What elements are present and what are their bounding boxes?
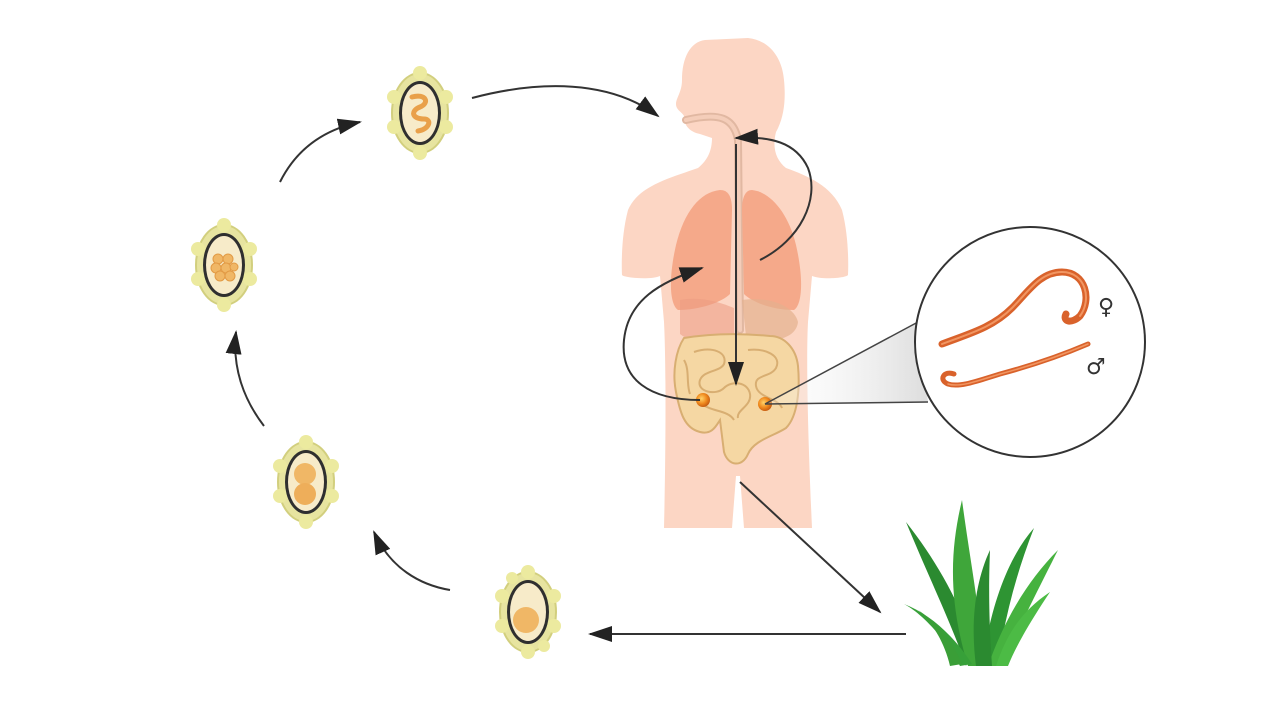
arrow-ingestion [471, 85, 660, 118]
arrow-egg1-to-egg2 [373, 530, 451, 591]
grass-icon [904, 500, 1058, 666]
female-symbol: ♀ [1098, 295, 1114, 320]
male-symbol: ♂ [1086, 355, 1106, 380]
cycle-arrows [225, 85, 906, 642]
intestine-site-dot-left [696, 393, 710, 407]
egg-larva-icon [387, 66, 453, 160]
adult-worms-callout: ♀ ♂ [764, 226, 1146, 458]
intestines [673, 333, 800, 465]
arrow-intestine-to-lungs [622, 267, 704, 401]
arrow-egg3-to-egg4 [279, 118, 362, 183]
callout-cone [765, 322, 928, 404]
liver [680, 298, 734, 342]
egg-morula-icon [191, 218, 257, 312]
magnification-circle [914, 226, 1146, 458]
arrow-lungs-to-throat [734, 128, 813, 261]
egg-two-cell-icon [273, 435, 339, 529]
right-lung [742, 190, 802, 310]
stomach [742, 299, 798, 340]
egg-fertilized-icon [495, 565, 561, 659]
arrow-egg2-to-egg3 [225, 330, 265, 427]
arrow-body-to-ground [739, 481, 882, 614]
